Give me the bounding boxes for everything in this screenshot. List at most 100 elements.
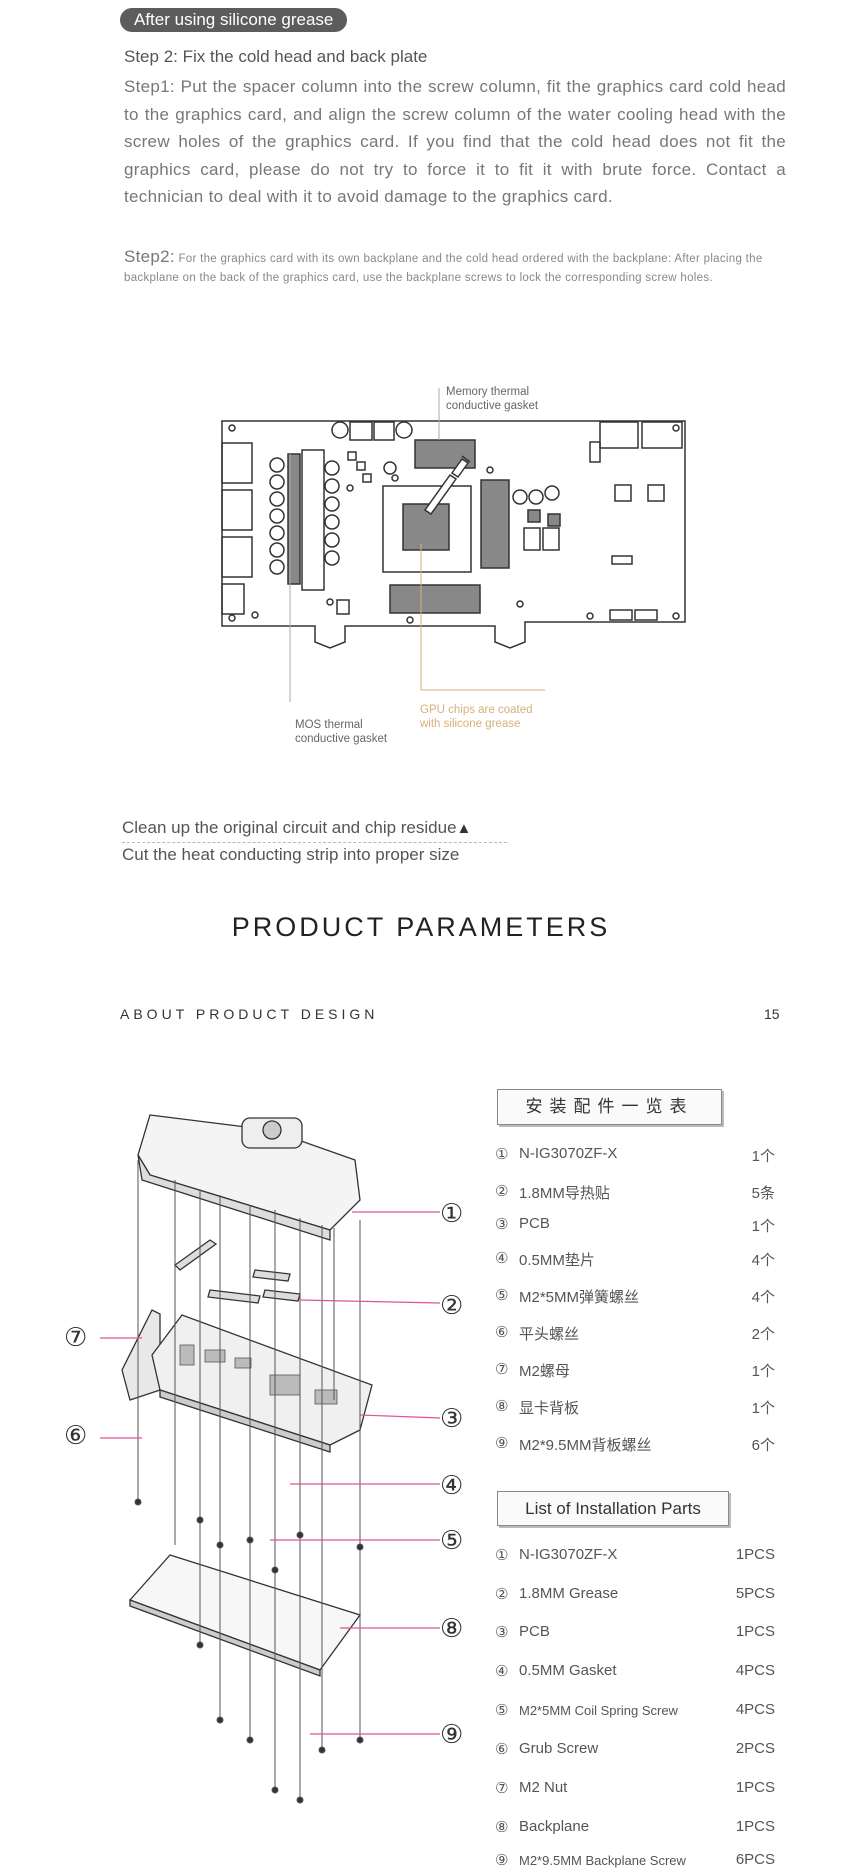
item-name: 1.8MM导热贴 xyxy=(519,1185,610,1202)
item-name: M2*9.5MM背板螺丝 xyxy=(519,1437,652,1454)
item-name: M2*5MM Coil Spring Screw xyxy=(519,1703,678,1718)
hole-2 xyxy=(672,424,680,432)
hole-5 xyxy=(406,616,414,624)
small-2 xyxy=(347,451,357,461)
square-2 xyxy=(647,484,665,502)
list-item: ① N-IG3070ZF-X 1PCS xyxy=(495,1546,775,1570)
item-qty: 4PCS xyxy=(735,1701,775,1718)
callout-7: ⑦ xyxy=(64,1322,88,1352)
list-item: ⑦ M2 Nut 1PCS xyxy=(495,1779,775,1803)
item-num: ⑨ xyxy=(495,1435,509,1452)
step-title: Step 2: Fix the cold head and back plate xyxy=(124,47,428,66)
cap-8 xyxy=(324,460,340,476)
item-qty: 6PCS xyxy=(735,1851,775,1868)
port-1 xyxy=(221,442,253,484)
cap-14 xyxy=(331,421,349,439)
cap-4 xyxy=(269,508,285,524)
item-qty: 4个 xyxy=(751,1252,775,1269)
item-qty: 5条 xyxy=(751,1185,775,1202)
port-2 xyxy=(221,489,253,531)
callout-8: ⑧ xyxy=(440,1613,464,1643)
item-num: ⑤ xyxy=(495,1702,509,1719)
hole-6 xyxy=(586,612,594,620)
item-name: PCB xyxy=(519,1215,550,1232)
note-divider xyxy=(122,842,507,843)
item-num: ⑥ xyxy=(495,1741,509,1758)
callout-4: ④ xyxy=(440,1470,464,1500)
pcb-diagram xyxy=(221,388,686,702)
item-qty: 1PCS xyxy=(735,1623,775,1640)
small-4 xyxy=(362,473,372,483)
item-qty: 1PCS xyxy=(735,1779,775,1796)
item-name: Grub Screw xyxy=(519,1740,599,1757)
page-number: 15 xyxy=(764,1006,780,1022)
section-title: PRODUCT PARAMETERS xyxy=(231,912,611,942)
item-qty: 4PCS xyxy=(735,1662,775,1679)
item-num: ⑦ xyxy=(495,1361,509,1378)
cap-5 xyxy=(269,525,285,541)
item-name: M2*9.5MM Backplane Screw xyxy=(519,1853,686,1868)
cap-11 xyxy=(324,514,340,530)
slot-3 xyxy=(634,609,658,621)
parts-list-en-title: List of Installation Parts xyxy=(497,1491,729,1526)
cap-7 xyxy=(269,559,285,575)
list-item: ② 1.8MM Grease 5PCS xyxy=(495,1585,775,1609)
small-1 xyxy=(589,441,601,463)
callout-1: ① xyxy=(440,1198,464,1228)
item-num: ⑦ xyxy=(495,1780,509,1797)
thermal-pad-3 xyxy=(252,1269,291,1282)
hole-7 xyxy=(672,612,680,620)
cap-9 xyxy=(324,478,340,494)
connector-1 xyxy=(599,421,639,449)
item-qty: 1PCS xyxy=(735,1546,775,1563)
item-qty: 1个 xyxy=(751,1218,775,1235)
item-name: 1.8MM Grease xyxy=(519,1585,619,1602)
step2-label: Step2: xyxy=(124,247,175,266)
cap-18 xyxy=(528,489,544,505)
cap-1 xyxy=(269,457,285,473)
triangle-icon: ▲ xyxy=(456,820,472,837)
slot-1 xyxy=(611,555,633,565)
item-num: ② xyxy=(495,1586,509,1603)
gpu-socket xyxy=(382,485,472,573)
cap-6 xyxy=(269,542,285,558)
chip-r-4 xyxy=(542,527,560,551)
item-num: ④ xyxy=(495,1250,509,1267)
gpu-grease-label: GPU chips are coated with silicone greas… xyxy=(420,703,533,731)
item-name: M2 Nut xyxy=(519,1779,568,1796)
memory-pad-right xyxy=(480,479,510,569)
cap-3 xyxy=(269,491,285,507)
item-num: ① xyxy=(495,1547,509,1564)
item-qty: 5PCS xyxy=(735,1585,775,1602)
item-qty: 6个 xyxy=(751,1437,775,1454)
hole-1 xyxy=(228,424,236,432)
cap-17 xyxy=(512,489,528,505)
item-name: 0.5MM垫片 xyxy=(519,1252,595,1269)
port-4 xyxy=(221,583,245,615)
gpu-label-line1: GPU chips are coated xyxy=(420,704,533,716)
subsection-title: ABOUT PRODUCT DESIGN xyxy=(120,1006,379,1022)
square-1 xyxy=(614,484,632,502)
list-item: ⑤ M2*5MM Coil Spring Screw 4PCS xyxy=(495,1701,775,1725)
item-qty: 1个 xyxy=(751,1400,775,1417)
item-name: N-IG3070ZF-X xyxy=(519,1546,618,1563)
pcb-outline xyxy=(221,420,686,649)
memory-label-line2: conductive gasket xyxy=(446,400,539,412)
item-num: ⑨ xyxy=(495,1852,509,1869)
thermal-pad-4 xyxy=(262,1289,301,1302)
item-num: ⑤ xyxy=(495,1287,509,1304)
item-name: 0.5MM Gasket xyxy=(519,1662,617,1679)
item-qty: 2PCS xyxy=(735,1740,775,1757)
hole-10 xyxy=(486,466,494,474)
chip-top-1 xyxy=(349,421,373,441)
hole-8 xyxy=(516,600,524,608)
item-num: ④ xyxy=(495,1663,509,1680)
callout-3: ③ xyxy=(440,1403,464,1433)
cap-10 xyxy=(324,496,340,512)
step2-text: For the graphics card with its own backp… xyxy=(124,253,763,284)
cap-13 xyxy=(324,550,340,566)
